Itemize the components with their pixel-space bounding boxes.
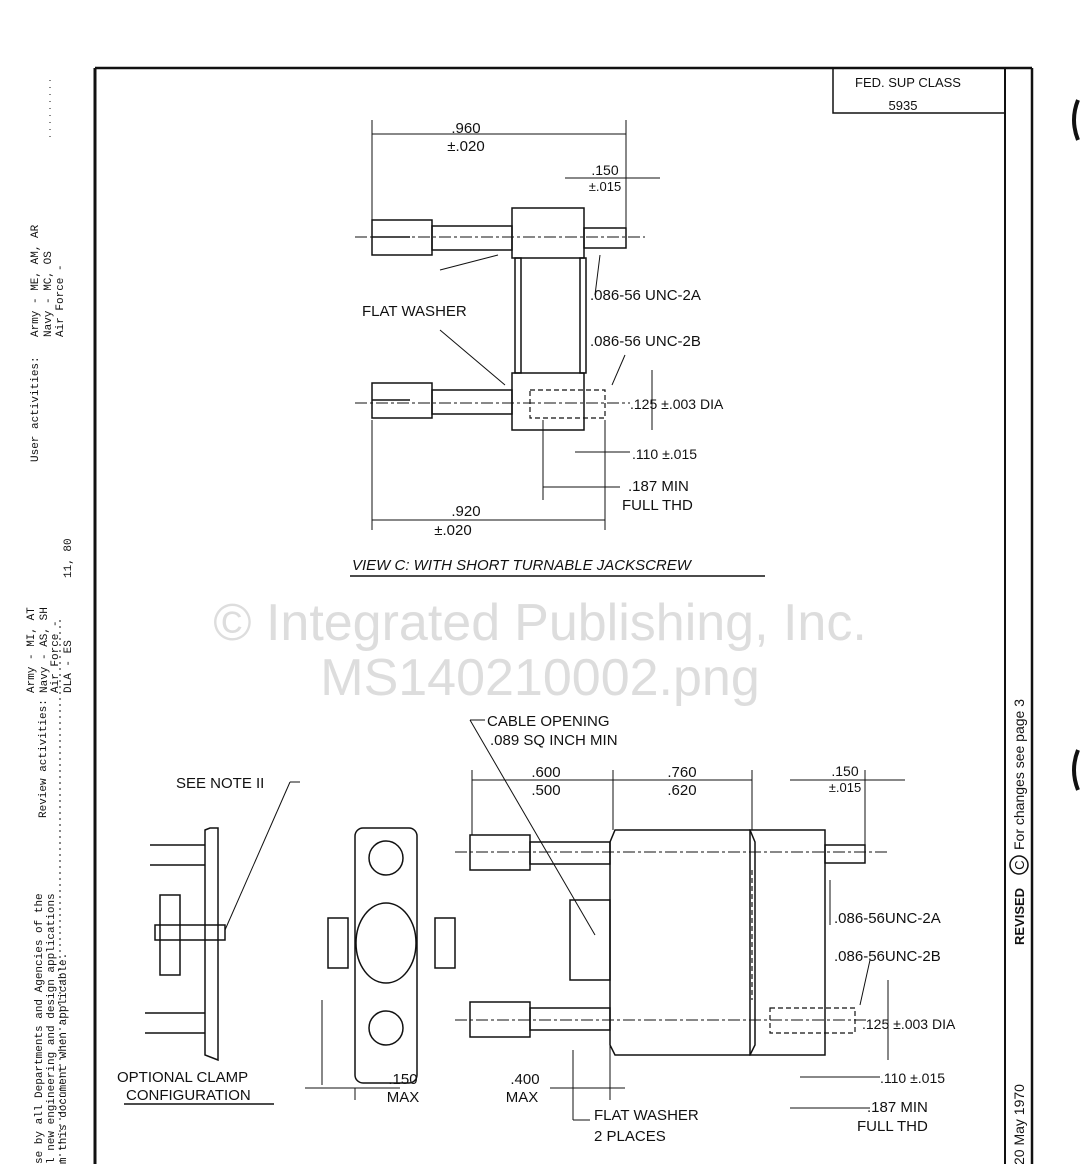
fed-sup-class-value: 5935 <box>889 98 918 113</box>
review-activities-label: Review activities: <box>38 699 50 818</box>
clamp-max: MAX <box>387 1089 420 1106</box>
cable-size-label: .089 SQ INCH MIN <box>490 732 618 749</box>
dim-600: .600 <box>531 764 560 781</box>
flat-washer-label: FLAT WASHER <box>362 303 467 320</box>
clamp-view-drawing: SEE NOTE II OPTIONAL CLAMP CONFIGURATION… <box>117 775 456 1106</box>
watermark-line3: MS140210002.png <box>320 649 760 707</box>
dim-400: .400 <box>510 1071 539 1088</box>
dim-760: .760 <box>667 764 696 781</box>
bottom-view-drawing: CABLE OPENING .089 SQ INCH MIN .600 .500… <box>455 713 956 1145</box>
optional-clamp-label: OPTIONAL CLAMP <box>117 1069 248 1086</box>
bottom-dim-110: .110 ±.015 <box>880 1070 945 1086</box>
bottom-thread-2a: .086-56UNC-2A <box>834 910 941 927</box>
dim-960: .960 <box>451 120 480 137</box>
use-line-3: m this document when applicable. <box>58 953 70 1164</box>
dim-620: .620 <box>667 782 696 799</box>
clamp-dim-150: .150 <box>388 1071 417 1088</box>
dim-150: .150 <box>591 162 618 178</box>
review-code: 11, 80 <box>63 538 75 578</box>
bottom-dim-150: .150 <box>831 763 858 779</box>
configuration-label: CONFIGURATION <box>126 1087 251 1104</box>
fed-sup-class-label: FED. SUP CLASS <box>855 75 961 90</box>
tol-150: ±.015 <box>589 179 621 194</box>
revision-notes: REVISED C For changes see page 3 20 May … <box>1009 699 1029 1164</box>
changes-note: For changes see page 3 <box>1011 699 1027 850</box>
revision-letter: C <box>1012 860 1027 869</box>
tol-960: ±.020 <box>447 138 484 155</box>
cable-opening-label: CABLE OPENING <box>487 713 610 730</box>
dim-400-max: MAX <box>506 1089 539 1106</box>
revision-date: 20 May 1970 <box>1011 1084 1027 1164</box>
user-army: Army - ME, AM, AR <box>30 224 42 337</box>
dim-110: .110 ±.015 <box>632 446 697 462</box>
user-air-force: Air Force - <box>55 264 67 337</box>
user-activities-label: User activities: <box>30 356 42 462</box>
bottom-flat-washer: FLAT WASHER <box>594 1107 699 1124</box>
bottom-dia: .125 ±.003 DIA <box>862 1016 956 1032</box>
tol-920: ±.020 <box>434 522 471 539</box>
left-margin-notes: User activities: Army - ME, AM, AR Navy … <box>26 224 75 1164</box>
thread-2a: .086-56 UNC-2A <box>590 287 701 304</box>
watermark-line2: Publishing, Inc. <box>514 594 867 652</box>
review-dla: DLA - ES <box>63 640 75 693</box>
review-air-force: Air Force - <box>50 620 62 693</box>
dim-920: .920 <box>451 503 480 520</box>
user-navy: Navy - MC, OS <box>43 251 55 337</box>
use-line-2: l new engineering and design application… <box>46 893 58 1164</box>
review-army: Army - MI, AT <box>26 607 38 693</box>
thread-2b: .086-56 UNC-2B <box>590 333 701 350</box>
title-block: FED. SUP CLASS 5935 <box>832 67 1006 114</box>
min-187: .187 MIN <box>628 478 689 495</box>
bottom-full-thd: FULL THD <box>857 1118 928 1135</box>
bottom-tol-150: ±.015 <box>829 780 861 795</box>
full-thd: FULL THD <box>622 497 693 514</box>
watermark-line1: © Integrated <box>213 594 500 652</box>
view-c-drawing: .960 ±.020 .150 ±.015 .086-56 UNC-2A FLA… <box>350 120 765 577</box>
two-places-label: 2 PLACES <box>594 1128 666 1145</box>
review-navy: Navy - AS, SH <box>39 607 51 693</box>
bottom-thread-2b: .086-56UNC-2B <box>834 948 941 965</box>
bottom-min-187: .187 MIN <box>867 1099 928 1116</box>
dim-500: .500 <box>531 782 560 799</box>
use-line-1: se by all Departments and Agencies of th… <box>34 893 46 1164</box>
dia-label: .125 ±.003 DIA <box>630 396 724 412</box>
view-c-title: VIEW C: WITH SHORT TURNABLE JACKSCREW <box>352 557 693 574</box>
revised-label: REVISED <box>1012 888 1027 945</box>
see-note-label: SEE NOTE II <box>176 775 264 792</box>
